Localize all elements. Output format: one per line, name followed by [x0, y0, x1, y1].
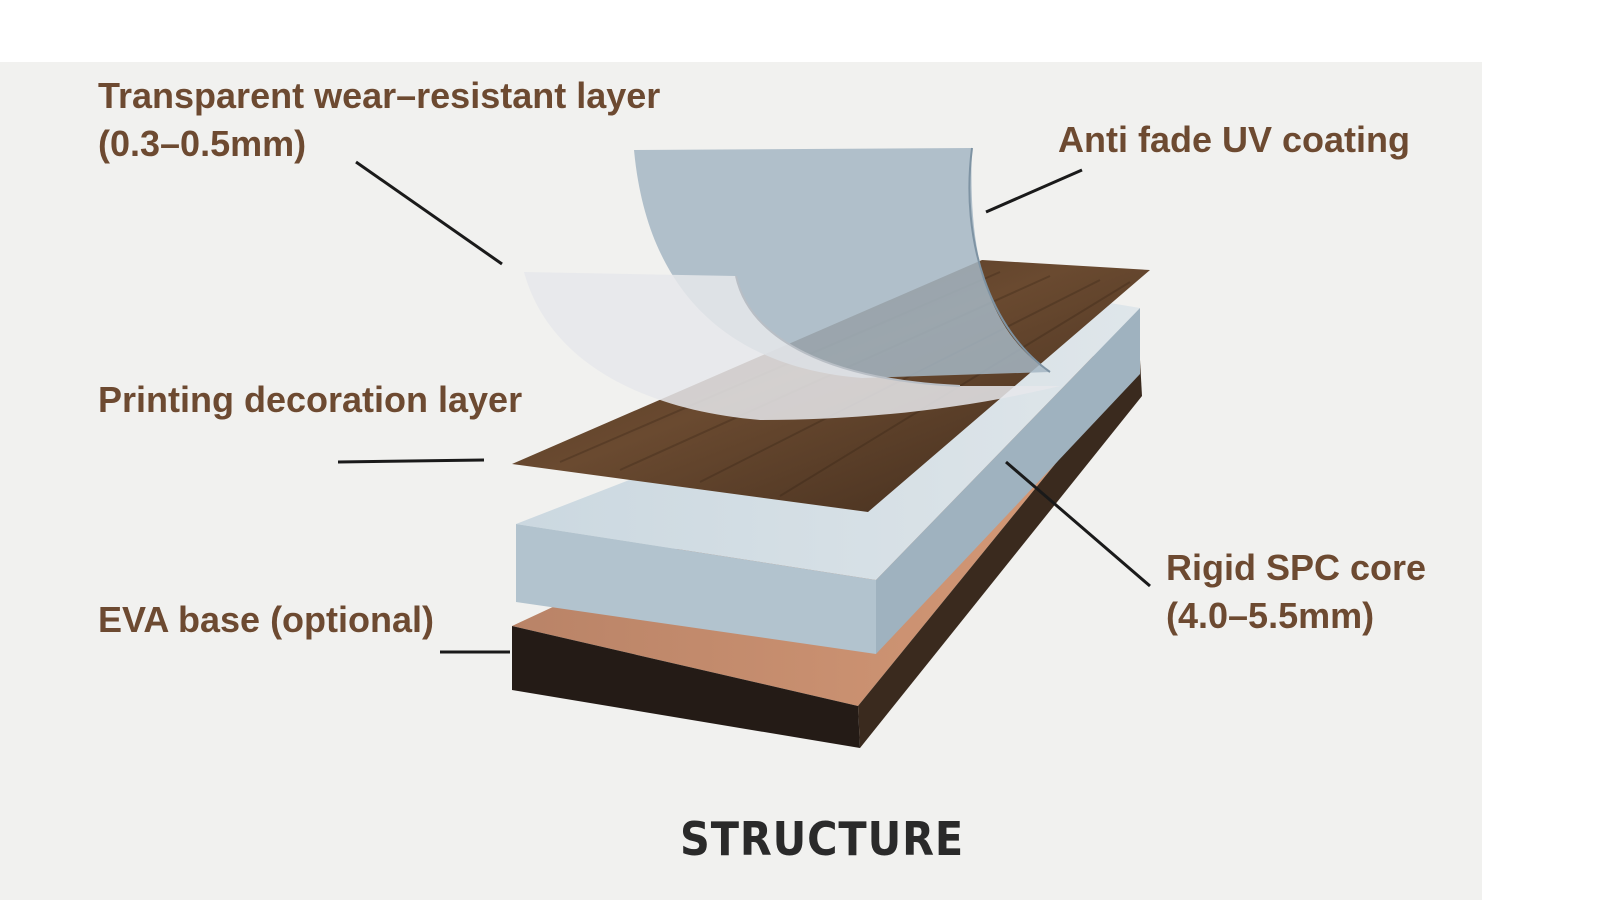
label-spc-line-2: (4.0–5.5mm): [1166, 595, 1375, 636]
label-eva-base: EVA base (optional): [98, 596, 434, 644]
spc-front-face: [516, 524, 876, 654]
spc-side-face: [876, 308, 1140, 654]
eva-front-face: [512, 626, 860, 748]
leader-wear: [355, 160, 503, 266]
leader-lines: [337, 160, 1151, 654]
leader-uv: [985, 168, 1083, 214]
wear-resistant-curl: [735, 275, 961, 387]
label-spc-line-1: Rigid SPC core: [1166, 547, 1427, 588]
label-printing-layer: Printing decoration layer: [98, 376, 522, 424]
label-wear-line-2: (0.3–0.5mm): [98, 123, 307, 164]
label-print-line-1: Printing decoration layer: [98, 379, 523, 420]
uv-coating-curl: [968, 147, 1051, 373]
diagram-title: STRUCTURE: [680, 812, 965, 866]
label-wear-resistant-layer: Transparent wear–resistant layer (0.3–0.…: [98, 72, 660, 168]
leader-print: [337, 458, 485, 464]
leader-spc: [1005, 460, 1151, 588]
eva-side-face: [858, 360, 1142, 748]
label-wear-line-1: Transparent wear–resistant layer: [98, 75, 661, 116]
label-eva-line-1: EVA base (optional): [98, 599, 435, 640]
label-uv-line-1: Anti fade UV coating: [1058, 119, 1411, 160]
label-uv-coating: Anti fade UV coating: [1058, 116, 1410, 164]
label-spc-core: Rigid SPC core (4.0–5.5mm): [1166, 544, 1426, 640]
